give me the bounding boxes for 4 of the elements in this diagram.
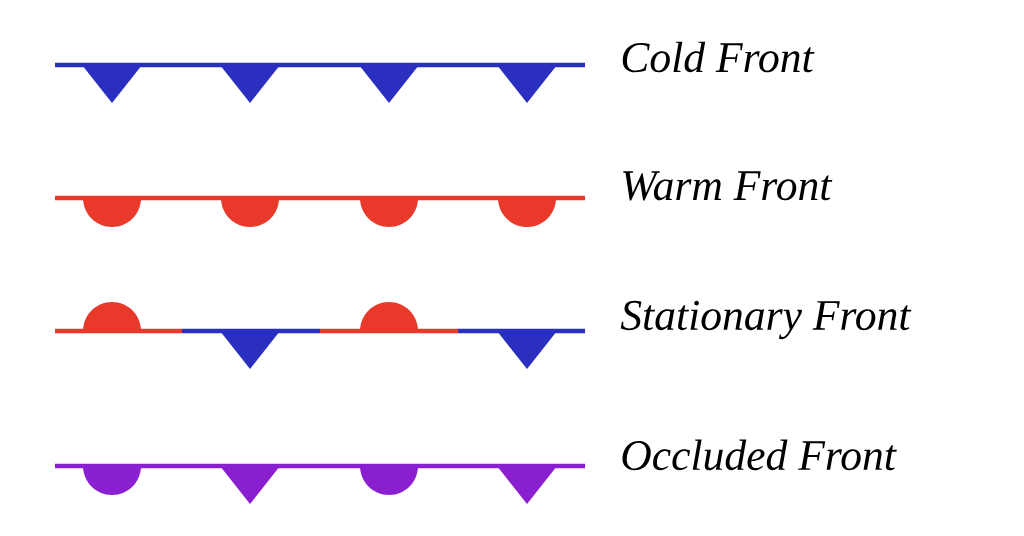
legend-label: Warm Front [623,171,833,201]
legend-label: Occluded Front [622,439,897,471]
legend-label: Stationary Front [620,300,912,340]
legend-label: Cold Front [622,41,815,73]
